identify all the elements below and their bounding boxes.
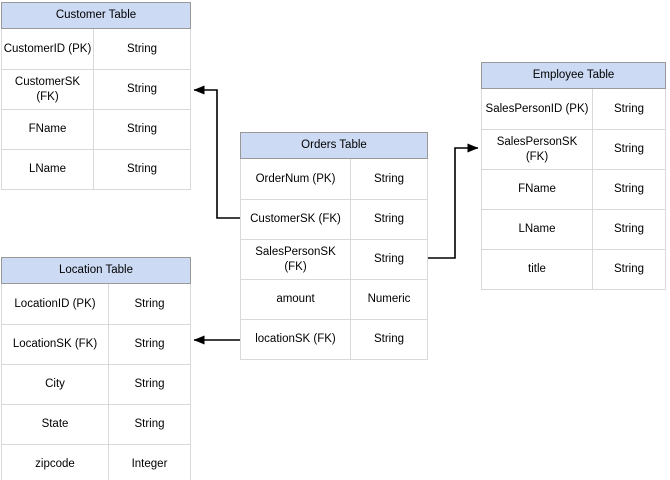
table-row: OrderNum (PK) String (241, 159, 427, 199)
field-type-cell: String (126, 123, 158, 136)
field-name-cell: locationSK (FK) (241, 320, 351, 359)
field-type-cell: String (134, 378, 165, 391)
field-type-cell: Numeric (367, 293, 411, 306)
field-name-cell: amount (241, 280, 351, 319)
table-row: LName String (2, 149, 190, 189)
field-name-cell: FName (482, 170, 593, 209)
field-type-cell: Integer (131, 458, 168, 471)
field-name-cell: State (2, 405, 109, 444)
field-name-cell: SalesPersonID (PK) (482, 89, 593, 129)
field-type-cell: String (126, 83, 158, 96)
table-row: FName String (482, 169, 665, 209)
field-type-cell: String (126, 42, 158, 55)
table-row: LName String (482, 209, 665, 249)
field-type-cell: String (613, 223, 645, 236)
table-row: LocationID (PK) String (2, 284, 190, 324)
field-type-cell: String (613, 183, 645, 196)
field-type-cell: String (134, 297, 165, 310)
table-row: CustomerSK (FK) String (2, 69, 190, 109)
field-name-cell: SalesPersonSK (FK) (241, 240, 351, 279)
field-name-cell: zipcode (2, 445, 109, 480)
field-type-cell: String (134, 418, 165, 431)
field-name-cell: LName (482, 210, 593, 249)
table-row: zipcode Integer (2, 444, 190, 480)
field-name-cell: LocationSK (FK) (2, 325, 109, 364)
field-name-cell: CustomerID (PK) (2, 29, 94, 69)
employee-table-title: Employee Table (481, 62, 666, 89)
location-table-title: Location Table (1, 257, 191, 284)
field-type-cell: String (613, 263, 645, 276)
field-name-cell: LocationID (PK) (2, 284, 109, 324)
connector-orders-salespersonsk-to-employee (428, 143, 479, 259)
field-name-cell: title (482, 250, 593, 289)
field-name-cell: CustomerSK (FK) (2, 70, 94, 109)
table-row: CustomerSK (FK) String (241, 199, 427, 239)
table-row: State String (2, 404, 190, 444)
field-name-cell: OrderNum (PK) (241, 159, 351, 199)
table-row: CustomerID (PK) String (2, 29, 190, 69)
field-type-cell: String (126, 163, 158, 176)
table-row: LocationSK (FK) String (2, 324, 190, 364)
table-row: title String (482, 249, 665, 289)
table-row: FName String (2, 109, 190, 149)
field-name-cell: LName (2, 150, 94, 189)
connector-orders-customersk-to-customer (193, 85, 240, 219)
field-type-cell: String (373, 213, 405, 226)
table-row: amount Numeric (241, 279, 427, 319)
table-row: locationSK (FK) String (241, 319, 427, 359)
field-name-cell: CustomerSK (FK) (241, 200, 351, 239)
field-type-cell: String (373, 253, 405, 266)
field-type-cell: String (134, 338, 165, 351)
field-type-cell: String (613, 143, 645, 156)
customer-table-title: Customer Table (1, 2, 191, 29)
field-type-cell: String (613, 102, 645, 115)
table-row: SalesPersonSK (FK) String (482, 129, 665, 169)
table-row: SalesPersonSK (FK) String (241, 239, 427, 279)
field-type-cell: String (373, 333, 405, 346)
field-type-cell: String (373, 172, 405, 185)
field-name-cell: FName (2, 110, 94, 149)
field-name-cell: City (2, 365, 109, 404)
table-row: City String (2, 364, 190, 404)
orders-table-title: Orders Table (240, 132, 428, 159)
field-name-cell: SalesPersonSK (FK) (482, 130, 593, 169)
table-row: SalesPersonID (PK) String (482, 89, 665, 129)
